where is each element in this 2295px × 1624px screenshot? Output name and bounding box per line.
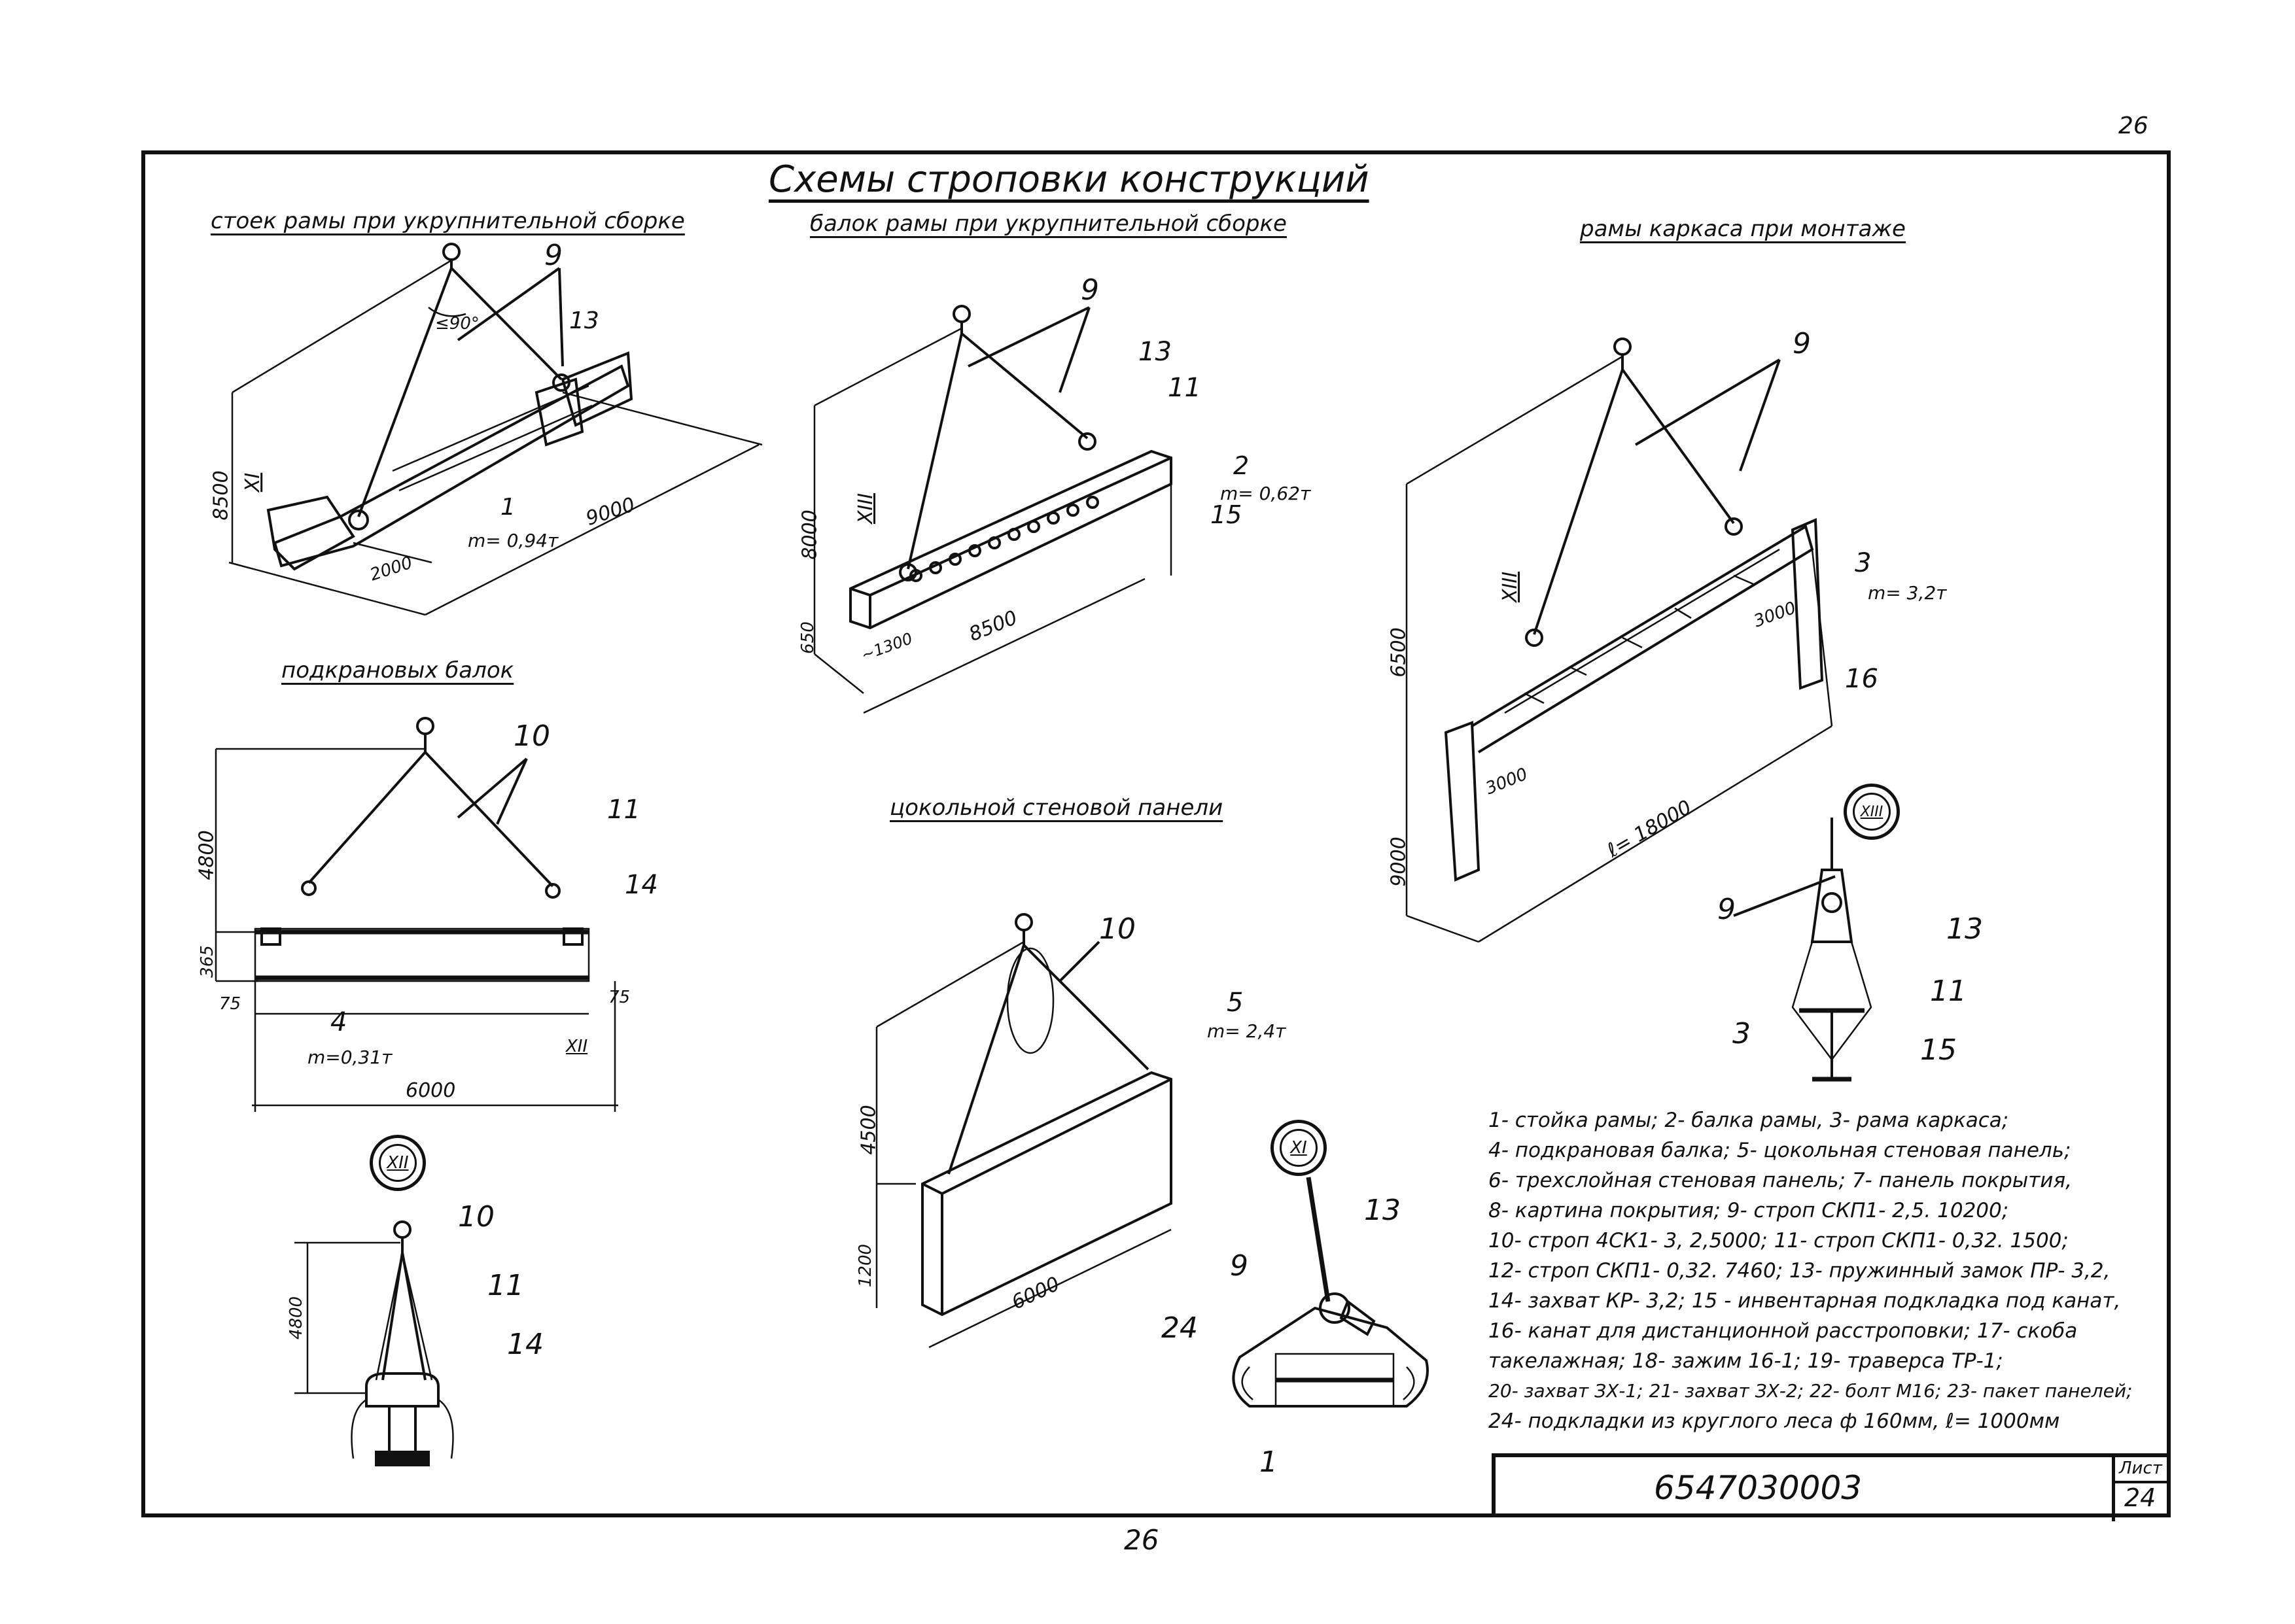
column-rigging-figure xyxy=(228,243,763,616)
heading-columns: стоек рамы при укрупнительной сборке xyxy=(211,208,685,234)
heading-plinth-panel: цокольной стеновой панели xyxy=(890,795,1223,821)
document-code: 6547030003 xyxy=(1654,1469,1863,1507)
fig-beams-dim-height: 8000 xyxy=(798,510,822,560)
fig-panel-dim-height: 4500 xyxy=(857,1105,881,1155)
legend-line: 24- подкладки из круглого леса ф 160мм, … xyxy=(1488,1409,2060,1433)
fig-frame-dim-height: 6500 xyxy=(1387,627,1410,678)
drawing-title: Схемы строповки конструкций xyxy=(769,158,1369,201)
detail-xii-badge-text: XII xyxy=(379,1144,417,1182)
legend-line: 20- захват ЗХ-1; 21- захват ЗХ-2; 22- бо… xyxy=(1488,1380,2133,1402)
fig-crane-beam-label-10: 10 xyxy=(514,719,550,753)
legend-line: такелажная; 18- зажим 16-1; 19- траверса… xyxy=(1488,1349,2003,1373)
fig-crane-beam-mass: m=0,31т xyxy=(307,1046,393,1068)
frame-rigging-figure xyxy=(1405,337,1833,943)
fig-columns-detail-ref: XI xyxy=(241,472,265,492)
fig-crane-beam-label-14: 14 xyxy=(625,870,658,900)
fig-frame-dim-column: 9000 xyxy=(1387,837,1410,887)
fig-beams-label-13: 13 xyxy=(1138,337,1172,367)
fig-columns-label-13: 13 xyxy=(569,307,599,334)
detail-xi-badge: XI xyxy=(1270,1120,1327,1176)
detail-xi-label-1: 1 xyxy=(1259,1445,1278,1479)
fig-crane-beam-dim-depth: 365 xyxy=(197,945,217,978)
legend-line: 14- захват КР- 3,2; 15 - инвентарная под… xyxy=(1488,1289,2121,1313)
fig-beams-label-15: 15 xyxy=(1210,500,1242,529)
detail-xi-figure xyxy=(1232,1177,1429,1408)
legend-line: 16- канат для дистанционной расстроповки… xyxy=(1488,1319,2078,1343)
detail-xiii-badge: XIII xyxy=(1844,784,1900,840)
fig-crane-beam-label-4: 4 xyxy=(330,1007,347,1037)
detail-xi-label-24: 24 xyxy=(1161,1311,1198,1345)
fig-beams-mass: m= 0,62т xyxy=(1220,483,1311,504)
fig-columns-label-1: 1 xyxy=(500,494,516,521)
detail-xiii-label-15: 15 xyxy=(1920,1033,1957,1067)
detail-xii-badge: XII xyxy=(370,1135,426,1191)
legend-line: 4- подкрановая балка; 5- цокольная стено… xyxy=(1488,1139,2071,1162)
detail-xii-dim-height: 4800 xyxy=(287,1296,307,1340)
fig-panel-dim-depth: 1200 xyxy=(856,1243,876,1288)
sheet-divider xyxy=(2115,1481,2171,1483)
fig-crane-beam-dim-length: 6000 xyxy=(406,1079,456,1102)
legend-line: 8- картина покрытия; 9- строп СКП1- 2,5.… xyxy=(1488,1199,2009,1222)
fig-crane-beam-dim-right-offset: 75 xyxy=(608,988,631,1007)
detail-xii-label-11: 11 xyxy=(487,1269,524,1302)
legend: 1- стойка рамы; 2- балка рамы, 3- рама к… xyxy=(1488,1105,2175,1436)
detail-xi-label-9: 9 xyxy=(1230,1249,1248,1283)
detail-xii-figure xyxy=(294,1220,454,1466)
detail-xiii-badge-text: XIII xyxy=(1853,793,1891,831)
fig-panel-label-10: 10 xyxy=(1099,912,1136,946)
fig-crane-beam-label-11: 11 xyxy=(607,795,640,825)
fig-frame-label-3: 3 xyxy=(1855,548,1872,578)
fig-beams-label-11: 11 xyxy=(1168,373,1201,403)
title-block: 6547030003 Лист 24 xyxy=(1492,1453,2171,1521)
legend-line: 1- стойка рамы; 2- балка рамы, 3- рама к… xyxy=(1488,1109,2009,1132)
fig-frame-mass: m= 3,2т xyxy=(1868,582,1947,604)
fig-beams-label-9: 9 xyxy=(1081,273,1099,307)
fig-columns-angle: ≤90° xyxy=(435,314,480,334)
detail-xiii-label-13: 13 xyxy=(1946,912,1983,946)
detail-xii-label-10: 10 xyxy=(458,1200,495,1234)
fig-beams-detail-ref: XIII xyxy=(854,492,878,525)
legend-line: 6- трехслойная стеновая панель; 7- панел… xyxy=(1488,1169,2072,1192)
heading-crane-beams: подкрановых балок xyxy=(281,657,514,683)
fig-frame-detail-ref: XIII xyxy=(1499,571,1522,603)
fig-beams-dim-depth: 650 xyxy=(797,621,818,654)
fig-columns-dim-height: 8500 xyxy=(209,470,233,521)
sheet-number: 24 xyxy=(2124,1483,2156,1512)
page-number-bottom: 26 xyxy=(1124,1524,1159,1556)
fig-panel-label-5: 5 xyxy=(1227,988,1244,1018)
sheet-cell: Лист 24 xyxy=(2112,1457,2171,1521)
fig-beams-label-2: 2 xyxy=(1233,451,1250,480)
sheet-label: Лист xyxy=(2119,1459,2162,1478)
drawing-frame xyxy=(141,150,2171,1517)
fig-crane-beam-dim-height: 4800 xyxy=(195,830,219,880)
legend-line: 10- строп 4СК1- 3, 2,5000; 11- строп СКП… xyxy=(1488,1229,2069,1253)
detail-xi-badge-text: XI xyxy=(1280,1129,1318,1167)
fig-columns-mass: m= 0,94т xyxy=(468,530,559,551)
detail-xii-label-14: 14 xyxy=(507,1328,544,1361)
detail-xiii-label-9: 9 xyxy=(1717,893,1736,926)
fig-crane-beam-dim-left-offset: 75 xyxy=(219,994,241,1014)
detail-xiii-label-11: 11 xyxy=(1930,975,1967,1008)
fig-crane-beam-detail-ref: XII xyxy=(566,1037,588,1056)
fig-columns-label-9: 9 xyxy=(544,239,563,272)
crane-beam-rigging-figure xyxy=(215,717,618,1112)
panel-rigging-figure xyxy=(875,913,1172,1349)
heading-beams: балок рамы при укрупнительной сборке xyxy=(810,211,1287,237)
fig-frame-label-16: 16 xyxy=(1845,664,1878,694)
page-number-top: 26 xyxy=(2118,112,2148,139)
detail-xiii-figure xyxy=(1791,818,1872,1082)
heading-frames: рамы каркаса при монтаже xyxy=(1580,216,1906,242)
fig-panel-mass: m= 2,4т xyxy=(1207,1020,1286,1042)
beam-rigging-figure xyxy=(813,305,1172,714)
fig-frame-label-9: 9 xyxy=(1793,327,1811,360)
detail-xi-label-13: 13 xyxy=(1364,1194,1401,1227)
legend-line: 12- строп СКП1- 0,32. 7460; 13- пружинны… xyxy=(1488,1259,2111,1283)
detail-xiii-label-3: 3 xyxy=(1732,1017,1751,1050)
